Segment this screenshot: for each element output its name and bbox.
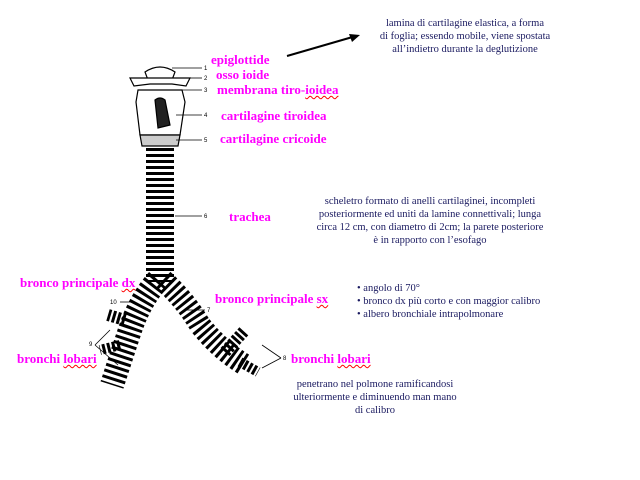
- number-6: 6: [204, 214, 208, 220]
- label-text: bronco principale: [215, 291, 317, 306]
- part-numbers: 1 2 3 4 5 6 7 8 9 10: [89, 66, 287, 362]
- note-line: • angolo di 70°: [357, 283, 420, 294]
- note-line: all’indietro durante la deglutizione: [392, 44, 538, 55]
- label-text: membrana tiro-: [217, 82, 306, 97]
- number-8: 8: [283, 356, 287, 362]
- number-2: 2: [204, 76, 208, 82]
- number-9: 9: [89, 342, 93, 348]
- note-line: è in rapporto con l’esofago: [373, 235, 487, 246]
- label-text: bronchi: [17, 351, 64, 366]
- label-bronco-principale-sx: bronco principale sx: [215, 292, 328, 306]
- number-3: 3: [204, 88, 208, 94]
- note-line: scheletro formato di anelli cartilaginei…: [324, 196, 536, 207]
- larynx: [129, 66, 191, 147]
- note-line: • bronco dx più corto e con maggior cali…: [357, 296, 541, 307]
- note-epiglottide: lamina di cartilagine elastica, a forma …: [350, 17, 580, 56]
- label-cartilagine-tiroidea: cartilagine tiroidea: [221, 108, 327, 123]
- label-text: ioidea: [305, 82, 339, 97]
- note-bronchi: • angolo di 70° • bronco dx più corto e …: [357, 282, 587, 321]
- number-5: 5: [204, 138, 208, 144]
- label-text: lobari: [63, 351, 97, 366]
- label-osso-ioide: osso ioide: [216, 67, 270, 82]
- arrow: [286, 35, 357, 57]
- leader-lines: [94, 67, 282, 369]
- arrow-head: [349, 34, 360, 42]
- label-trachea: trachea: [229, 209, 271, 224]
- note-line: ulteriormente e diminuendo man mano: [293, 392, 457, 403]
- label-bronchi-lobari-left: bronchi lobari: [17, 352, 97, 366]
- note-line: circa 12 cm, con diametro di 2cm; la par…: [316, 222, 544, 233]
- label-bronchi-lobari-right: bronchi lobari: [291, 352, 371, 366]
- note-line: lamina di cartilagine elastica, a forma: [385, 18, 544, 29]
- note-line: penetrano nel polmone ramificandosi: [296, 379, 454, 390]
- note-trachea: scheletro formato di anelli cartilaginei…: [295, 195, 565, 247]
- label-membrana-tiro-ioidea: membrana tiro-ioidea: [217, 83, 338, 97]
- note-line: di foglia; essendo mobile, viene spostat…: [379, 31, 551, 42]
- label-text: bronco principale: [20, 275, 122, 290]
- label-bronco-principale-dx: bronco principale dx: [20, 276, 135, 290]
- note-line: di calibro: [355, 405, 395, 416]
- label-cartilagine-cricoide: cartilagine cricoide: [220, 131, 327, 146]
- label-text: sx: [316, 291, 329, 306]
- number-7: 7: [207, 308, 211, 314]
- number-4: 4: [204, 113, 208, 119]
- label-epiglottide: epiglottide: [211, 52, 270, 67]
- number-1: 1: [204, 66, 208, 72]
- label-text: bronchi: [291, 351, 338, 366]
- note-bronchi-lobari: penetrano nel polmone ramificandosi ulte…: [280, 378, 470, 417]
- label-text: lobari: [337, 351, 371, 366]
- note-line: • albero bronchiale intrapolmonare: [357, 309, 504, 320]
- airways: [98, 148, 261, 389]
- note-line: posteriormente ed uniti da lamine connet…: [318, 209, 542, 220]
- number-10: 10: [110, 300, 117, 306]
- label-text: dx: [121, 275, 136, 290]
